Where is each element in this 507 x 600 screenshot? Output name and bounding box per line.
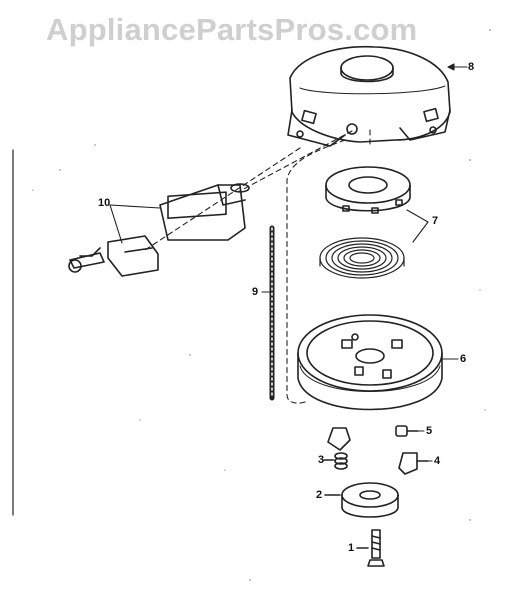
callout-8: 8 [468, 61, 475, 73]
leader-lines [109, 63, 468, 462]
starter-handle-part-10 [159, 183, 250, 241]
plug-part-5 [395, 425, 419, 437]
callout-6: 6 [460, 353, 467, 365]
callout-2: 2 [316, 489, 323, 501]
screw-part-1 [356, 529, 385, 567]
pulley-part-6 [297, 314, 443, 411]
spring-cup-part-7 [325, 166, 411, 214]
callout-9: 9 [252, 286, 259, 298]
starter-housing-part-8 [287, 45, 451, 147]
pawl-part-4 [398, 452, 429, 475]
callout-7: 7 [432, 215, 439, 227]
alignment-lines [144, 129, 371, 404]
callout-10: 10 [98, 197, 111, 209]
handle-clip-part-10 [68, 235, 159, 277]
retainer-cup-part-2 [324, 482, 399, 518]
recoil-spring-part-7 [319, 237, 405, 279]
scan-specks [32, 29, 491, 581]
callout-4: 4 [434, 455, 441, 467]
callout-3: 3 [318, 454, 325, 466]
retainer-fitting [327, 427, 351, 451]
watermark-text: AppliancePartsPros.com [46, 12, 418, 47]
callout-5: 5 [426, 425, 433, 437]
callout-1: 1 [348, 542, 355, 554]
spring-part-3 [323, 452, 348, 470]
